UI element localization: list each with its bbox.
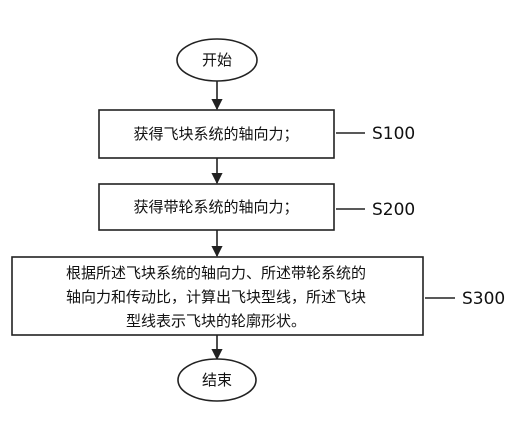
- end-terminal: [177, 358, 257, 402]
- process-text-s300-line-3: 型线表示飞块的轮廓形状。: [126, 312, 306, 330]
- process-text-s300-line-2: 轴向力和传动比，计算出飞块型线，所述飞块: [66, 288, 366, 306]
- process-box-s100: [98, 109, 335, 159]
- end-label: 结束: [202, 371, 232, 389]
- process-box-s200: [98, 183, 335, 231]
- step-label-s200: S200: [372, 200, 415, 220]
- start-label: 开始: [202, 51, 232, 69]
- process-box-s300: [11, 256, 424, 336]
- step-label-s100: S100: [372, 124, 415, 144]
- process-text-s300-line-1: 根据所述飞块系统的轴向力、所述带轮系统的: [66, 264, 366, 282]
- process-text-s200: 获得带轮系统的轴向力；: [133, 198, 298, 216]
- process-text-s100: 获得飞块系统的轴向力；: [133, 125, 298, 143]
- step-label-s300: S300: [462, 289, 505, 309]
